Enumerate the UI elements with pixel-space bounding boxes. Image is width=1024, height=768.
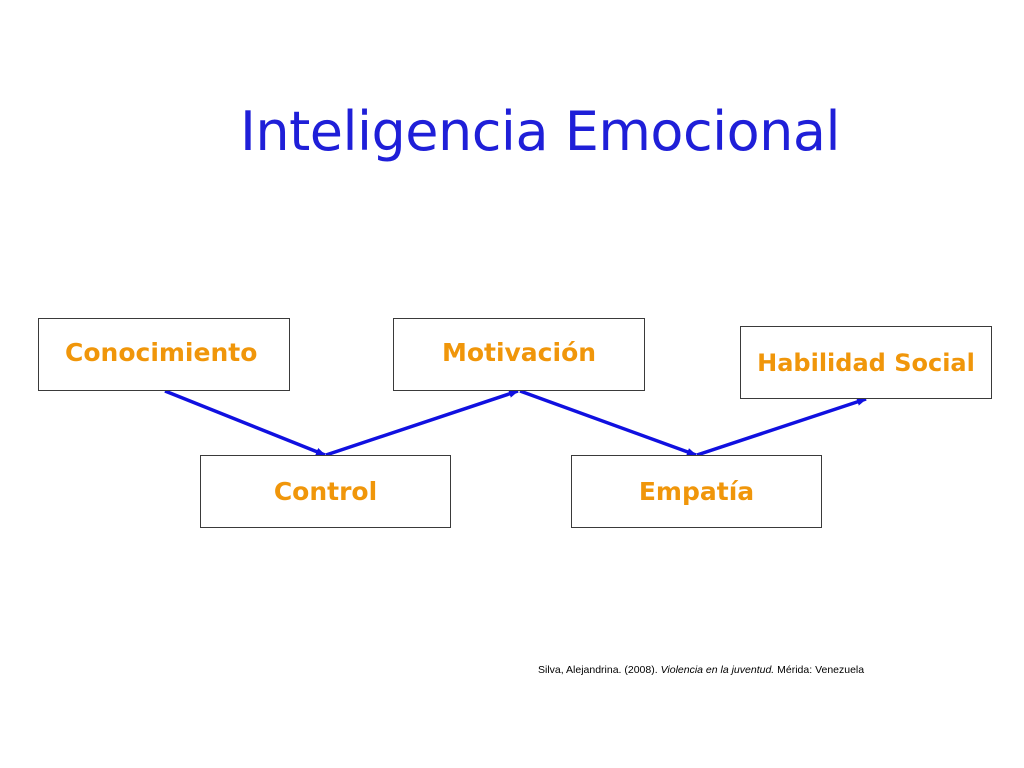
node-label-control: Control <box>273 477 378 506</box>
citation-work: Violencia en la juventud. <box>660 664 775 676</box>
node-empatia: Empatía <box>571 455 822 528</box>
node-control: Control <box>200 455 451 528</box>
arrow-motivacion-to-empatia <box>519 389 697 457</box>
citation-prefix: Silva, Alejandrina. (2008). <box>538 664 661 676</box>
node-label-motivacion: Motivación <box>441 338 597 367</box>
node-motivacion: Motivación <box>393 318 645 391</box>
node-label-conocimiento: Conocimiento <box>65 338 258 367</box>
citation-suffix: Mérida: Venezuela <box>774 664 865 676</box>
node-label-habilidad-social: Habilidad Social <box>757 348 975 377</box>
arrow-control-to-motivacion <box>325 389 519 457</box>
node-label-empatia: Empatía <box>638 477 755 506</box>
slide-title: Inteligencia Emocional <box>239 100 841 163</box>
arrow-conocimiento-to-control <box>164 389 326 457</box>
node-habilidad-social: Habilidad Social <box>740 326 992 399</box>
citation: Silva, Alejandrina. (2008). Violencia en… <box>538 664 864 676</box>
node-conocimiento: Conocimiento <box>38 318 290 391</box>
arrow-empatia-to-habilidad <box>696 397 867 457</box>
